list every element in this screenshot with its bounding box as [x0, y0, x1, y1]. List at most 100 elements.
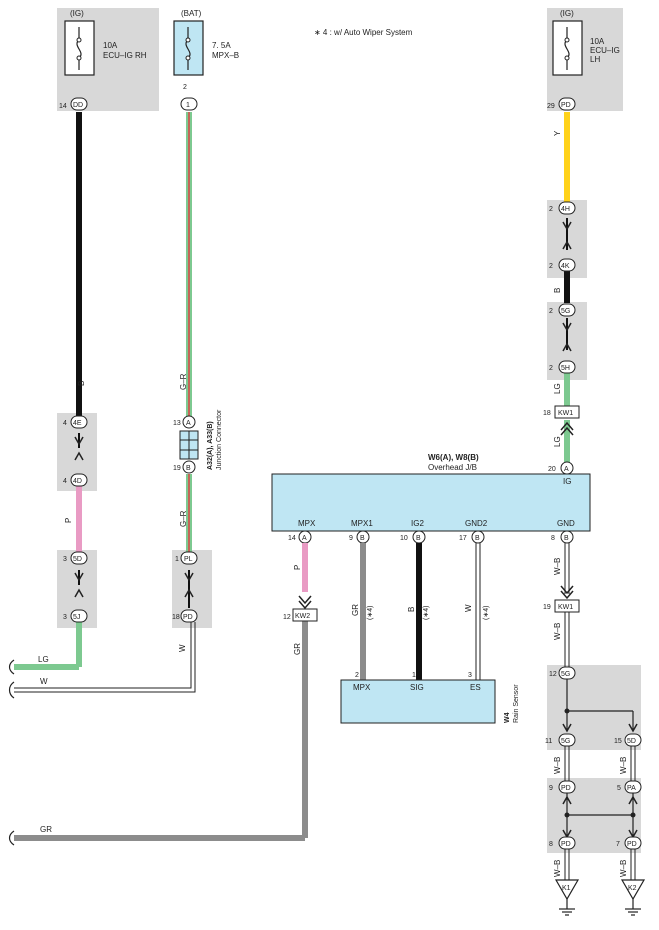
svg-text:10: 10 [400, 535, 408, 542]
svg-text:IG2: IG2 [411, 519, 424, 528]
svg-text:(∗4): (∗4) [367, 606, 374, 620]
connector-kw1-bot: 19 KW1 [543, 599, 580, 613]
connector-pd-mid: 18 PD [172, 609, 198, 623]
svg-text:5J: 5J [73, 614, 80, 621]
svg-text:P: P [293, 565, 302, 570]
connector-kw2: 12 KW2 [283, 608, 318, 622]
svg-text:PL: PL [184, 556, 193, 563]
svg-text:8: 8 [549, 841, 553, 848]
svg-text:3: 3 [63, 556, 67, 563]
svg-text:12: 12 [549, 671, 557, 678]
svg-text:8: 8 [551, 535, 555, 542]
svg-text:5H: 5H [561, 365, 570, 372]
svg-text:4: 4 [63, 478, 67, 485]
svg-text:18: 18 [172, 614, 180, 621]
svg-text:5G: 5G [561, 308, 570, 315]
svg-text:MPX–B: MPX–B [212, 51, 239, 60]
svg-text:12: 12 [283, 614, 291, 621]
svg-text:2: 2 [549, 365, 553, 372]
legend-note: ∗ 4 : w/ Auto Wiper System [314, 28, 413, 37]
svg-text:W–B: W–B [553, 757, 562, 774]
svg-text:PD: PD [183, 614, 193, 621]
rain-sensor: 2 1 3 MPX SIG ES W4 Rain Sensor [340, 672, 520, 724]
svg-text:3: 3 [468, 672, 472, 679]
svg-text:4D: 4D [73, 478, 82, 485]
svg-text:ES: ES [470, 683, 481, 692]
svg-text:A32(A), A33(B): A32(A), A33(B) [207, 421, 214, 470]
svg-text:PD: PD [561, 102, 571, 109]
svg-text:14: 14 [59, 103, 67, 110]
connector-4e: 4 4E [63, 415, 88, 461]
connector-bat-1: 2 1 [180, 84, 198, 111]
fuse-bat: (BAT) 7. 5A MPX–B [173, 9, 239, 76]
svg-text:GR: GR [40, 825, 52, 834]
svg-text:18: 18 [543, 410, 551, 417]
connector-5j: 3 5J [63, 609, 88, 623]
svg-text:W: W [40, 677, 48, 686]
svg-text:7: 7 [616, 841, 620, 848]
svg-text:B: B [553, 288, 562, 293]
svg-text:PA: PA [627, 785, 636, 792]
svg-text:9: 9 [549, 785, 553, 792]
svg-text:5D: 5D [73, 556, 82, 563]
connector-4h: 2 4H [549, 201, 576, 250]
ground-symbol-k1 [558, 898, 576, 916]
svg-text:P: P [64, 518, 73, 523]
svg-text:15: 15 [614, 738, 622, 745]
svg-text:13: 13 [173, 420, 181, 427]
svg-text:PD: PD [561, 841, 571, 848]
svg-text:W: W [178, 644, 187, 652]
svg-text:W–B: W–B [619, 860, 628, 877]
svg-text:Y: Y [553, 130, 562, 136]
svg-text:GND2: GND2 [465, 519, 488, 528]
svg-text:5G: 5G [561, 671, 570, 678]
svg-text:B: B [407, 607, 416, 612]
break-marks [8, 659, 15, 846]
svg-text:W–B: W–B [553, 860, 562, 877]
svg-text:IG: IG [563, 477, 571, 486]
svg-text:Junction Connector: Junction Connector [216, 409, 223, 470]
svg-text:4H: 4H [561, 206, 570, 213]
svg-text:Overhead J/B: Overhead J/B [428, 463, 477, 472]
svg-text:PD: PD [561, 785, 571, 792]
svg-text:LG: LG [553, 436, 562, 447]
svg-text:2: 2 [549, 263, 553, 270]
svg-text:5: 5 [617, 785, 621, 792]
svg-text:B: B [77, 381, 86, 386]
svg-text:DD: DD [73, 102, 83, 109]
svg-text:B: B [416, 535, 421, 542]
svg-text:7. 5A: 7. 5A [212, 41, 231, 50]
svg-text:20: 20 [548, 466, 556, 473]
svg-text:A: A [564, 466, 569, 473]
svg-text:(∗4): (∗4) [423, 606, 430, 620]
svg-text:19: 19 [543, 604, 551, 611]
svg-text:GR: GR [351, 604, 360, 616]
svg-text:W–B: W–B [553, 623, 562, 640]
svg-text:KW1: KW1 [558, 604, 573, 611]
connector-5g-r: 2 5G [549, 303, 576, 352]
svg-text:4: 4 [63, 420, 67, 427]
connector-5h: 2 5H [549, 360, 576, 374]
connector-4k: 2 4K [549, 258, 576, 272]
svg-text:5D: 5D [627, 738, 636, 745]
svg-text:10A: 10A [103, 41, 118, 50]
svg-text:(BAT): (BAT) [181, 9, 202, 18]
connector-kw1-top: 18 KW1 [543, 405, 580, 436]
svg-text:2: 2 [549, 308, 553, 315]
svg-text:4E: 4E [73, 420, 82, 427]
svg-text:KW2: KW2 [295, 613, 310, 620]
svg-text:A: A [186, 420, 191, 427]
wires-jb-lower: P GR GR GR (∗4) B (∗4) W (∗4) W–B W–B [14, 543, 574, 841]
svg-text:1: 1 [186, 102, 190, 109]
overhead-jb: W6(A), W8(B) Overhead J/B 20 A IG MPX MP… [271, 453, 591, 544]
svg-text:W4: W4 [504, 712, 511, 723]
svg-text:W: W [464, 604, 473, 612]
svg-text:LG: LG [38, 655, 49, 664]
svg-text:GND: GND [557, 519, 575, 528]
svg-text:LG: LG [553, 383, 562, 394]
svg-text:Rain Sensor: Rain Sensor [513, 684, 520, 723]
connector-5d: 3 5D [63, 551, 88, 598]
connector-pl: 1 PL [175, 551, 198, 598]
svg-text:(IG): (IG) [70, 9, 84, 18]
